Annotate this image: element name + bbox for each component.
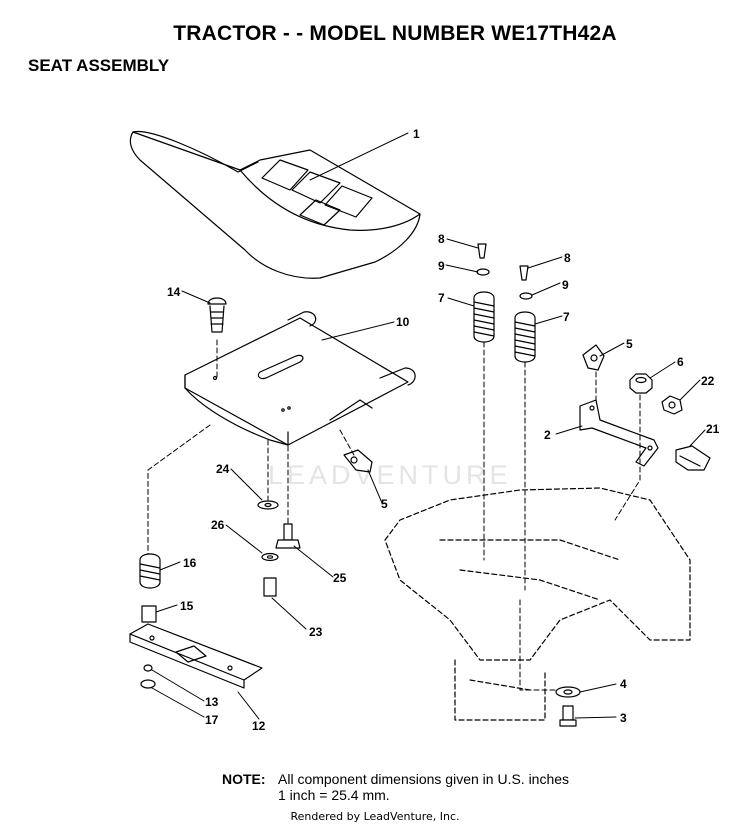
seat-pan-part[interactable] <box>184 311 416 446</box>
callout-3: 3 <box>620 711 627 725</box>
note-label: NOTE: <box>222 771 266 787</box>
nut-part[interactable] <box>629 373 653 394</box>
callout-13: 13 <box>205 695 219 709</box>
callout-24: 24 <box>216 462 230 476</box>
leader-lines <box>151 132 706 720</box>
nut-part[interactable] <box>661 395 683 415</box>
locknut-part[interactable] <box>140 679 156 689</box>
callout-7: 7 <box>438 291 445 305</box>
callout-5: 5 <box>381 497 388 511</box>
bracket-part[interactable] <box>579 399 659 467</box>
callout-8: 8 <box>564 251 571 265</box>
callout-16: 16 <box>183 556 197 570</box>
callout-23: 23 <box>309 625 323 639</box>
spring-part[interactable] <box>139 553 161 589</box>
washer-part[interactable] <box>257 500 279 510</box>
washer-part[interactable] <box>555 686 581 698</box>
clip-part[interactable] <box>343 449 373 473</box>
callout-5: 5 <box>626 337 633 351</box>
callout-8: 8 <box>438 232 445 246</box>
plate-part[interactable] <box>129 623 263 689</box>
assembly-lines <box>147 339 641 691</box>
section-title: SEAT ASSEMBLY <box>28 56 170 75</box>
callout-7: 7 <box>563 310 570 324</box>
bolt-part[interactable] <box>263 577 277 597</box>
spring-part[interactable] <box>514 311 536 363</box>
pin-part[interactable] <box>519 265 533 300</box>
tractor-frame <box>384 487 691 721</box>
callout-4: 4 <box>620 677 627 691</box>
callout-1: 1 <box>413 127 420 141</box>
bushing-part[interactable] <box>141 605 157 623</box>
nut-part[interactable] <box>143 664 153 672</box>
clip-part[interactable] <box>582 344 605 371</box>
watermark: LEADVENTURE <box>268 460 512 490</box>
callout-2: 2 <box>544 428 551 442</box>
callout-14: 14 <box>167 285 181 299</box>
page-title: TRACTOR - - MODEL NUMBER WE17TH42A <box>173 22 617 45</box>
spring-part[interactable] <box>473 291 495 343</box>
callout-6: 6 <box>677 355 684 369</box>
pin-part[interactable] <box>476 243 490 276</box>
callout-10: 10 <box>396 315 410 329</box>
shoulder-bolt-part[interactable] <box>675 445 711 471</box>
callout-9: 9 <box>438 259 445 273</box>
note-line-2: 1 inch = 25.4 mm. <box>278 787 390 803</box>
callout-22: 22 <box>701 374 715 388</box>
bolt-part[interactable] <box>275 523 301 549</box>
callout-17: 17 <box>205 713 219 727</box>
seat-part[interactable] <box>129 130 421 279</box>
callout-15: 15 <box>180 599 194 613</box>
callout-9: 9 <box>562 278 569 292</box>
callout-26: 26 <box>211 518 225 532</box>
note-line-1: All component dimensions given in U.S. i… <box>278 771 570 787</box>
washer-part[interactable] <box>261 552 279 562</box>
footer-credit: Rendered by LeadVenture, Inc. <box>290 810 460 823</box>
callout-25: 25 <box>333 571 347 585</box>
note: NOTE: All component dimensions given in U… <box>222 771 569 787</box>
callout-21: 21 <box>706 422 720 436</box>
carriage-bolt-part[interactable] <box>207 297 227 333</box>
bolt-part[interactable] <box>559 705 577 727</box>
callout-12: 12 <box>252 719 266 733</box>
